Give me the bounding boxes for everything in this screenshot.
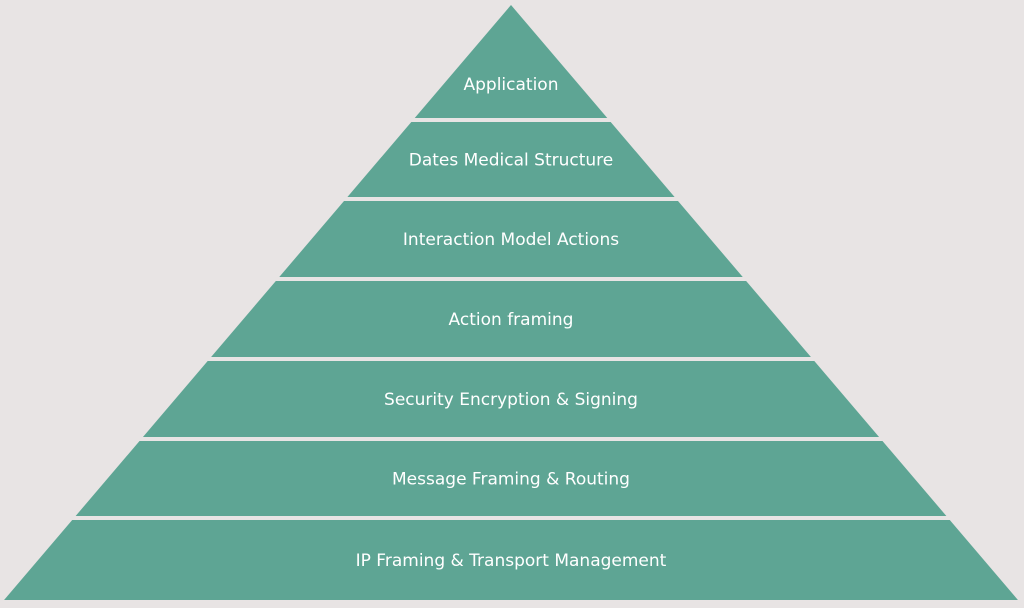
pyramid-layer: Security Encryption & Signing	[142, 361, 880, 437]
pyramid-layer-label: Security Encryption & Signing	[384, 390, 638, 410]
pyramid-layer-label: Application	[464, 75, 559, 95]
pyramid-layer-shape	[75, 441, 947, 516]
pyramid-layer-shape	[279, 201, 743, 277]
pyramid-layer-shape	[4, 520, 1018, 600]
pyramid-layer: Action framing	[211, 281, 811, 357]
pyramid-layer: Interaction Model Actions	[279, 201, 743, 277]
pyramid-layer: Application	[414, 5, 608, 118]
pyramid-layer-shape	[142, 361, 880, 437]
pyramid-layer-label: Action framing	[449, 310, 574, 330]
pyramid-layer-shape	[211, 281, 811, 357]
pyramid-layer-label: Message Framing & Routing	[392, 470, 630, 490]
pyramid-layer: IP Framing & Transport Management	[4, 520, 1018, 600]
pyramid-layer: Message Framing & Routing	[75, 441, 947, 516]
pyramid-layer-label: IP Framing & Transport Management	[356, 551, 667, 571]
pyramid-layer-shape	[414, 5, 608, 118]
pyramid-layer-shape	[347, 122, 675, 197]
pyramid-layer-label: Interaction Model Actions	[403, 230, 619, 250]
pyramid-layer-label: Dates Medical Structure	[409, 151, 614, 171]
pyramid-layer: Dates Medical Structure	[347, 122, 675, 197]
